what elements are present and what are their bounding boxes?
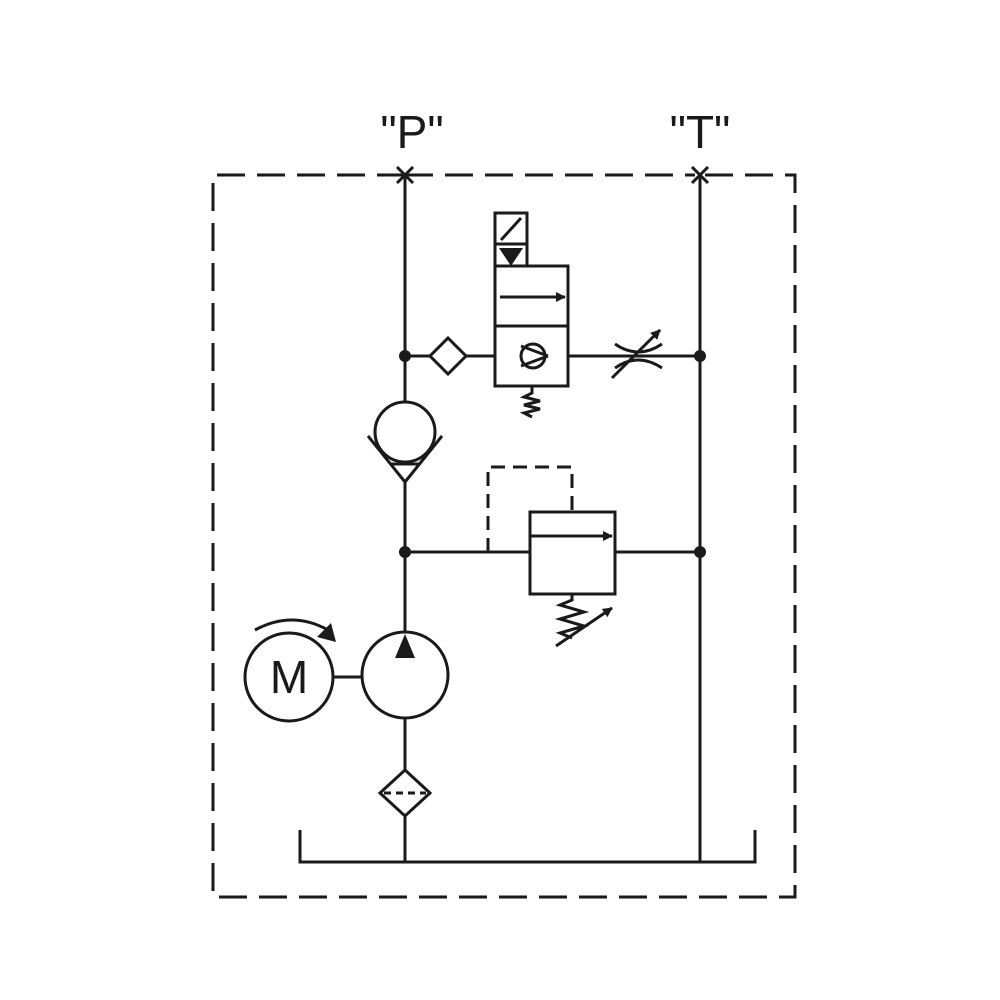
port-p-label: "P" bbox=[380, 106, 443, 158]
electric-motor: M bbox=[243, 631, 335, 723]
adjustable-throttle-valve bbox=[610, 328, 663, 380]
pressure-check-valve bbox=[366, 400, 444, 483]
hydraulic-pump bbox=[360, 630, 450, 720]
junction-dot bbox=[399, 350, 411, 362]
suction-filter bbox=[377, 767, 433, 819]
rotation-direction-arrow-icon bbox=[254, 618, 336, 642]
reservoir-tank bbox=[298, 830, 757, 864]
solenoid-triangle-icon bbox=[499, 248, 523, 266]
check-valve-symbol bbox=[519, 342, 549, 370]
pump-direction-triangle-icon bbox=[395, 634, 415, 658]
enclosure-boundary bbox=[211, 173, 797, 899]
port-t-label: "T" bbox=[670, 106, 731, 158]
pressure-relief-valve bbox=[528, 510, 617, 596]
junction-dot bbox=[694, 350, 706, 362]
motor-label: M bbox=[270, 651, 308, 703]
solenoid-actuator bbox=[493, 211, 529, 268]
valve-return-spring bbox=[519, 386, 541, 419]
relief-adjustable-spring bbox=[554, 594, 613, 648]
inline-filter bbox=[427, 335, 469, 377]
